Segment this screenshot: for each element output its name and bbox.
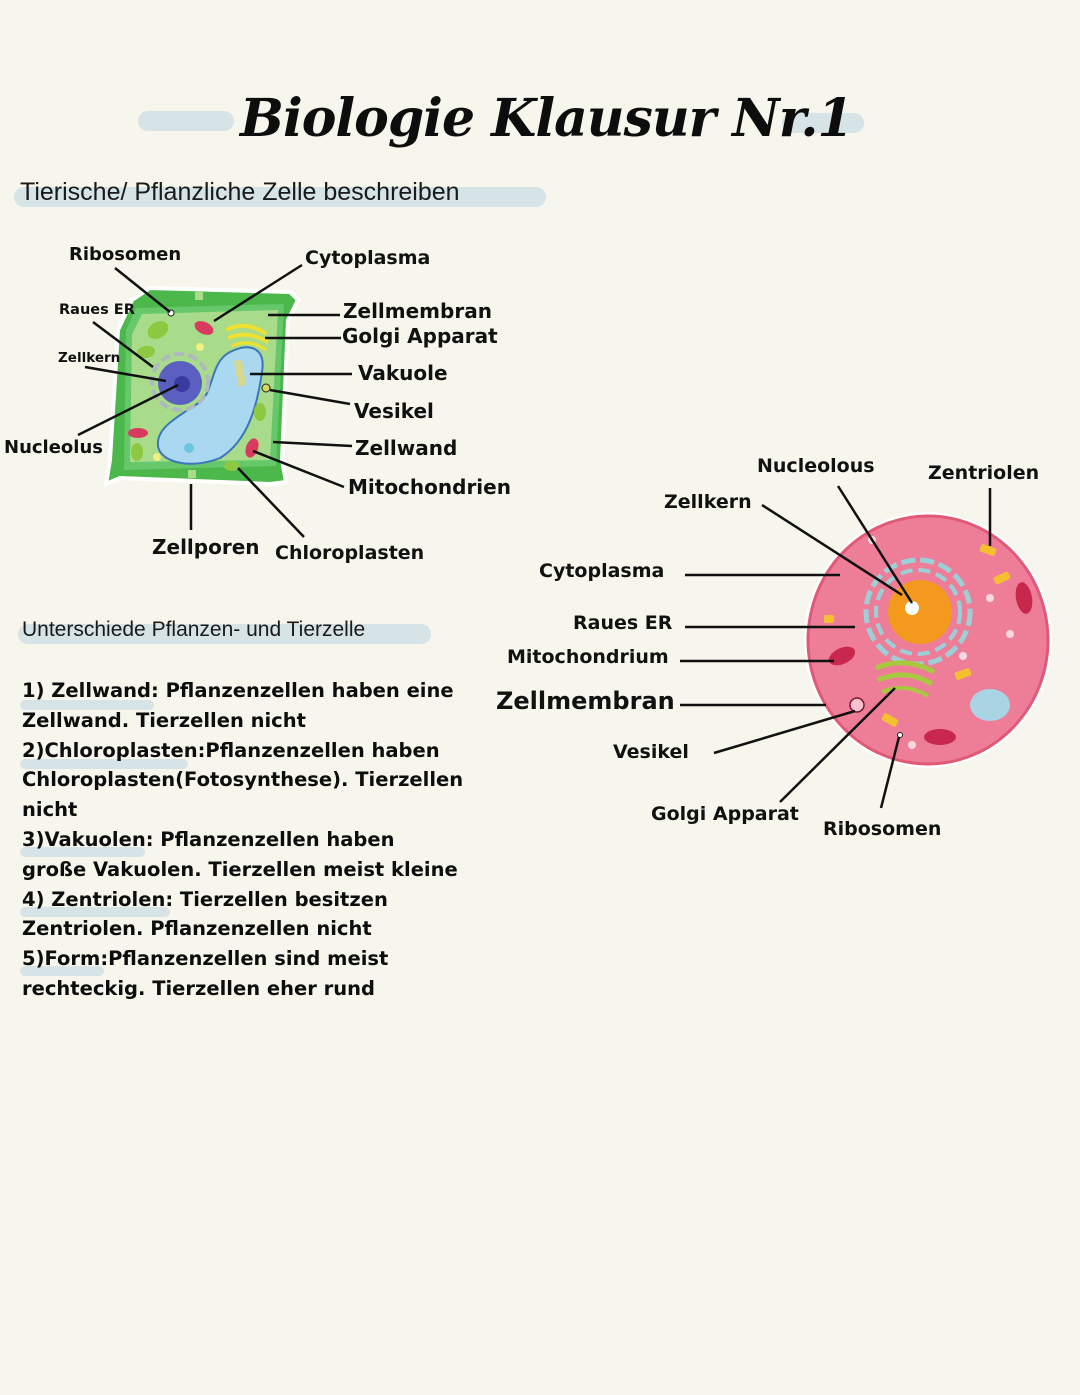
highlight-form bbox=[20, 966, 104, 977]
plant-label-cytoplasma: Cytoplasma bbox=[305, 247, 431, 269]
section1-highlight bbox=[14, 187, 546, 207]
list-line: Chloroplasten(Fotosynthese). Tierzellen bbox=[22, 768, 464, 792]
list-line: 1) Zellwand: Pflanzenzellen haben eine bbox=[22, 679, 454, 702]
animal-label-mitochondrium: Mitochondrium bbox=[507, 646, 669, 668]
differences-list: 1) Zellwand: Pflanzenzellen haben eine Z… bbox=[20, 676, 464, 1004]
plant-label-vakuole: Vakuole bbox=[358, 361, 448, 385]
list-line: Zellwand. Tierzellen nicht bbox=[20, 699, 462, 736]
plant-label-zellporen: Zellporen bbox=[152, 535, 260, 559]
plant-label-chloroplasten: Chloroplasten bbox=[275, 542, 425, 564]
title-underline-right bbox=[782, 113, 864, 133]
page-title: Biologie Klausur Nr.1 bbox=[240, 88, 854, 149]
animal-label-ribosomen: Ribosomen bbox=[823, 818, 942, 840]
animal-label-cytoplasma: Cytoplasma bbox=[539, 560, 665, 582]
animal-cell-diagram bbox=[680, 485, 1052, 809]
plant-label-nucleolus: Nucleolus bbox=[4, 437, 103, 458]
highlight-chloroplasten bbox=[20, 758, 188, 769]
highlight-zentriolen bbox=[20, 906, 170, 917]
title-underline-left bbox=[138, 111, 234, 131]
section2-highlight bbox=[18, 624, 431, 644]
list-line: 4) Zentriolen: Tierzellen besitzen bbox=[20, 885, 462, 917]
section1-heading: Tierische/ Pflanzliche Zelle beschreiben bbox=[20, 178, 460, 206]
animal-label-zentriolen: Zentriolen bbox=[928, 462, 1040, 484]
animal-label-golgi: Golgi Apparat bbox=[651, 803, 799, 825]
plant-label-raues-er: Raues ER bbox=[59, 302, 135, 318]
list-line: 5)Form:Pflanzenzellen sind meist bbox=[20, 944, 462, 977]
animal-label-nucleolous: Nucleolous bbox=[757, 455, 875, 477]
plant-label-vesikel: Vesikel bbox=[354, 399, 434, 423]
plant-label-ribosomen: Ribosomen bbox=[69, 244, 182, 265]
list-line: Zentriolen. Pflanzenzellen nicht bbox=[22, 917, 372, 941]
plant-label-mitochondrien: Mitochondrien bbox=[348, 475, 511, 499]
list-line: rechteckig. Tierzellen eher rund bbox=[22, 976, 375, 1000]
plant-label-zellkern: Zellkern bbox=[58, 350, 121, 366]
list-line: nicht bbox=[22, 798, 78, 822]
highlight-zellwand bbox=[20, 699, 154, 710]
plant-label-golgi: Golgi Apparat bbox=[342, 324, 498, 348]
section2-heading: Unterschiede Pflanzen- und Tierzelle bbox=[22, 618, 366, 641]
animal-label-raues-er: Raues ER bbox=[573, 612, 673, 634]
plant-cell-diagram bbox=[77, 263, 353, 538]
plant-label-zellmembran: Zellmembran bbox=[343, 299, 492, 323]
list-line: große Vakuolen. Tierzellen meist kleine bbox=[22, 857, 458, 881]
animal-label-zellmembran: Zellmembran bbox=[496, 687, 675, 715]
list-line: 2)Chloroplasten:Pflanzenzellen haben bbox=[20, 736, 462, 769]
plant-label-zellwand: Zellwand bbox=[355, 436, 458, 460]
animal-label-zellkern: Zellkern bbox=[664, 491, 752, 513]
highlight-vakuolen bbox=[20, 846, 145, 857]
list-line: 3)Vakuolen: Pflanzenzellen haben bbox=[20, 825, 462, 857]
animal-label-vesikel: Vesikel bbox=[613, 741, 689, 763]
